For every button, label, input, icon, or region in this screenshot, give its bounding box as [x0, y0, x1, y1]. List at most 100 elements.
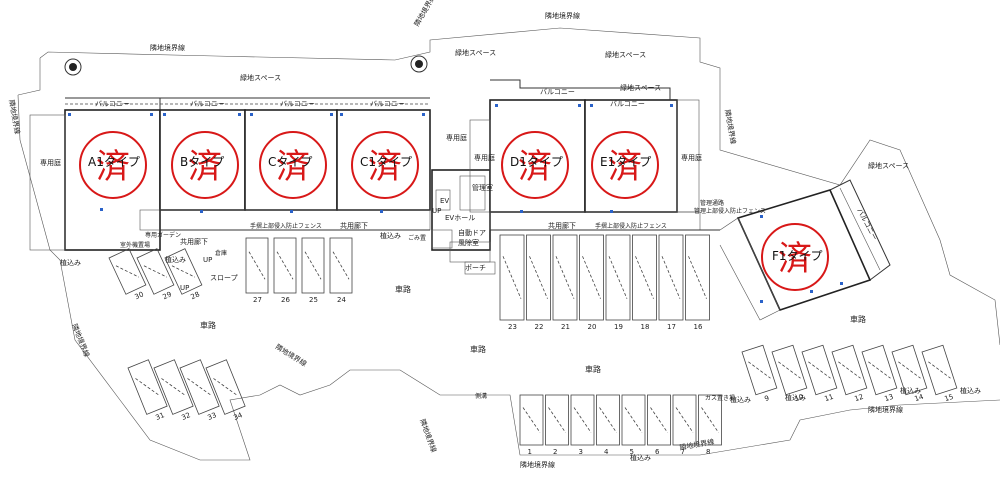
parking-space[interactable]: 7 — [672, 394, 697, 456]
parking-space[interactable]: 15 — [921, 344, 960, 405]
parking-number: 32 — [180, 411, 191, 422]
up-label: UP — [203, 256, 212, 264]
windbreak-label: 風除室 — [458, 238, 479, 247]
parking-space[interactable]: 5 — [621, 394, 646, 456]
parking-stall-hatch — [838, 361, 861, 379]
parking-space[interactable]: 6 — [647, 394, 671, 456]
parking-stall-outline — [596, 394, 620, 446]
parking-number: 31 — [154, 411, 165, 422]
private-area-label: 専用ガーデン — [145, 231, 181, 239]
parking-space[interactable]: 9 — [741, 344, 780, 405]
parking-space[interactable]: 25 — [301, 237, 325, 304]
unit-e1[interactable]: 済 E1タイプ — [591, 131, 659, 199]
porch-label: ポーチ — [465, 264, 486, 272]
parking-space[interactable]: 17 — [658, 234, 684, 331]
parking-number: 17 — [667, 323, 676, 331]
parking-stall-hatch — [522, 407, 541, 433]
parking-space[interactable]: 21 — [552, 234, 578, 331]
parking-space[interactable]: 27 — [245, 237, 269, 304]
road-label: 車路 — [200, 320, 216, 330]
parking-space[interactable]: 30 — [108, 248, 150, 305]
parking-space[interactable]: 16 — [685, 234, 710, 331]
parking-number: 6 — [655, 448, 660, 456]
parking-number: 23 — [508, 323, 517, 331]
parking-stall-hatch — [161, 378, 186, 396]
boundary-label: 隣地境界線 — [70, 322, 91, 358]
mgmt-fence-label: 管理上部侵入防止フェンス — [694, 207, 766, 215]
road-label: 車路 — [470, 344, 486, 354]
parking-space[interactable]: 28 — [164, 248, 206, 305]
parking-space[interactable]: 13 — [861, 344, 900, 405]
parking-number: 7 — [681, 448, 685, 456]
parking-space[interactable]: 3 — [570, 394, 595, 456]
unit-c[interactable]: 済 Cタイプ — [259, 131, 327, 199]
unit-label: D1タイプ — [510, 155, 563, 169]
parking-space[interactable]: 26 — [273, 237, 297, 304]
boundary-label: 隣地境界線 — [545, 11, 580, 20]
planting-label: 植込み — [730, 395, 751, 404]
fence-label: 手摺上部侵入防止フェンス — [250, 222, 322, 230]
parking-stall-outline — [741, 344, 778, 396]
boundary-label: 隣地境界線 — [868, 405, 903, 414]
unit-f1[interactable]: 済 F1タイプ — [761, 223, 829, 291]
parking-space[interactable]: 11 — [801, 344, 840, 405]
unit-d1[interactable]: 済 D1タイプ — [501, 131, 569, 199]
parking-space[interactable]: 32 — [153, 359, 197, 425]
parking-space[interactable]: 14 — [891, 344, 930, 405]
parking-stall-outline — [831, 344, 868, 396]
parking-stall-hatch — [635, 256, 654, 299]
parking-stall-outline — [273, 237, 297, 294]
sold-stamp: 済 — [518, 147, 552, 187]
parking-number: 27 — [253, 296, 262, 304]
sold-stamp: 済 — [188, 147, 222, 187]
planting-label: 植込み — [960, 386, 981, 395]
parking-number: 22 — [535, 323, 544, 331]
warehouse-label: 倉庫 — [215, 249, 227, 257]
corridor-label: 共用廊下 — [180, 237, 208, 246]
parking-stall-hatch — [675, 407, 694, 433]
boundary-label: 隣地境界線 — [412, 0, 437, 28]
parking-space[interactable]: 19 — [605, 234, 631, 331]
parking-space[interactable]: 2 — [545, 394, 569, 456]
parking-space[interactable]: 29 — [136, 248, 178, 305]
parking-space[interactable]: 18 — [632, 234, 657, 331]
parking-number: 9 — [763, 394, 770, 403]
planting-label: 植込み — [165, 255, 186, 264]
management-room-label: 管理室 — [472, 183, 493, 192]
parking-stall-outline — [526, 234, 551, 321]
parking-space[interactable]: 10 — [771, 344, 810, 405]
parking-space[interactable]: 22 — [526, 234, 551, 331]
unit-b[interactable]: 済 Bタイプ — [171, 131, 239, 199]
parking-stall-hatch — [548, 407, 566, 433]
parking-space[interactable]: 8 — [698, 394, 722, 456]
up-label: UP — [432, 207, 441, 215]
private-garden-label: 専用庭 — [446, 133, 467, 142]
parking-space[interactable]: 24 — [329, 237, 353, 304]
parking-space[interactable]: 34 — [205, 359, 249, 425]
balcony-label: バルコニー — [855, 207, 878, 242]
parking-stall-outline — [205, 359, 246, 415]
parking-number: 10 — [793, 393, 804, 403]
unit-c1[interactable]: 済 C1タイプ — [351, 131, 419, 199]
parking-number: 34 — [232, 411, 244, 422]
unit-a1[interactable]: 済 A1タイプ — [79, 131, 147, 199]
parking-space[interactable]: 33 — [179, 359, 223, 425]
parking-stall-hatch — [661, 256, 681, 299]
parking-stall-hatch — [276, 251, 294, 280]
parking-number: 30 — [134, 290, 145, 301]
parking-number: 4 — [604, 448, 609, 456]
auto-door-label: 自動ドア — [458, 228, 486, 237]
sold-stamp: 済 — [96, 147, 130, 187]
parking-space[interactable]: 23 — [499, 234, 525, 331]
parking-space[interactable]: 20 — [579, 234, 604, 331]
parking-space[interactable]: 4 — [596, 394, 620, 456]
parking-stall-outline — [329, 237, 353, 294]
parking-stall-outline — [153, 359, 194, 415]
parking-space[interactable]: 12 — [831, 344, 870, 405]
parking-space[interactable]: 1 — [519, 394, 544, 456]
parking-stall-outline — [685, 234, 710, 321]
parking-stall-hatch — [688, 256, 707, 299]
parking-stall-hatch — [778, 361, 801, 379]
parking-number: 2 — [553, 448, 557, 456]
parking-space[interactable]: 31 — [127, 359, 171, 425]
